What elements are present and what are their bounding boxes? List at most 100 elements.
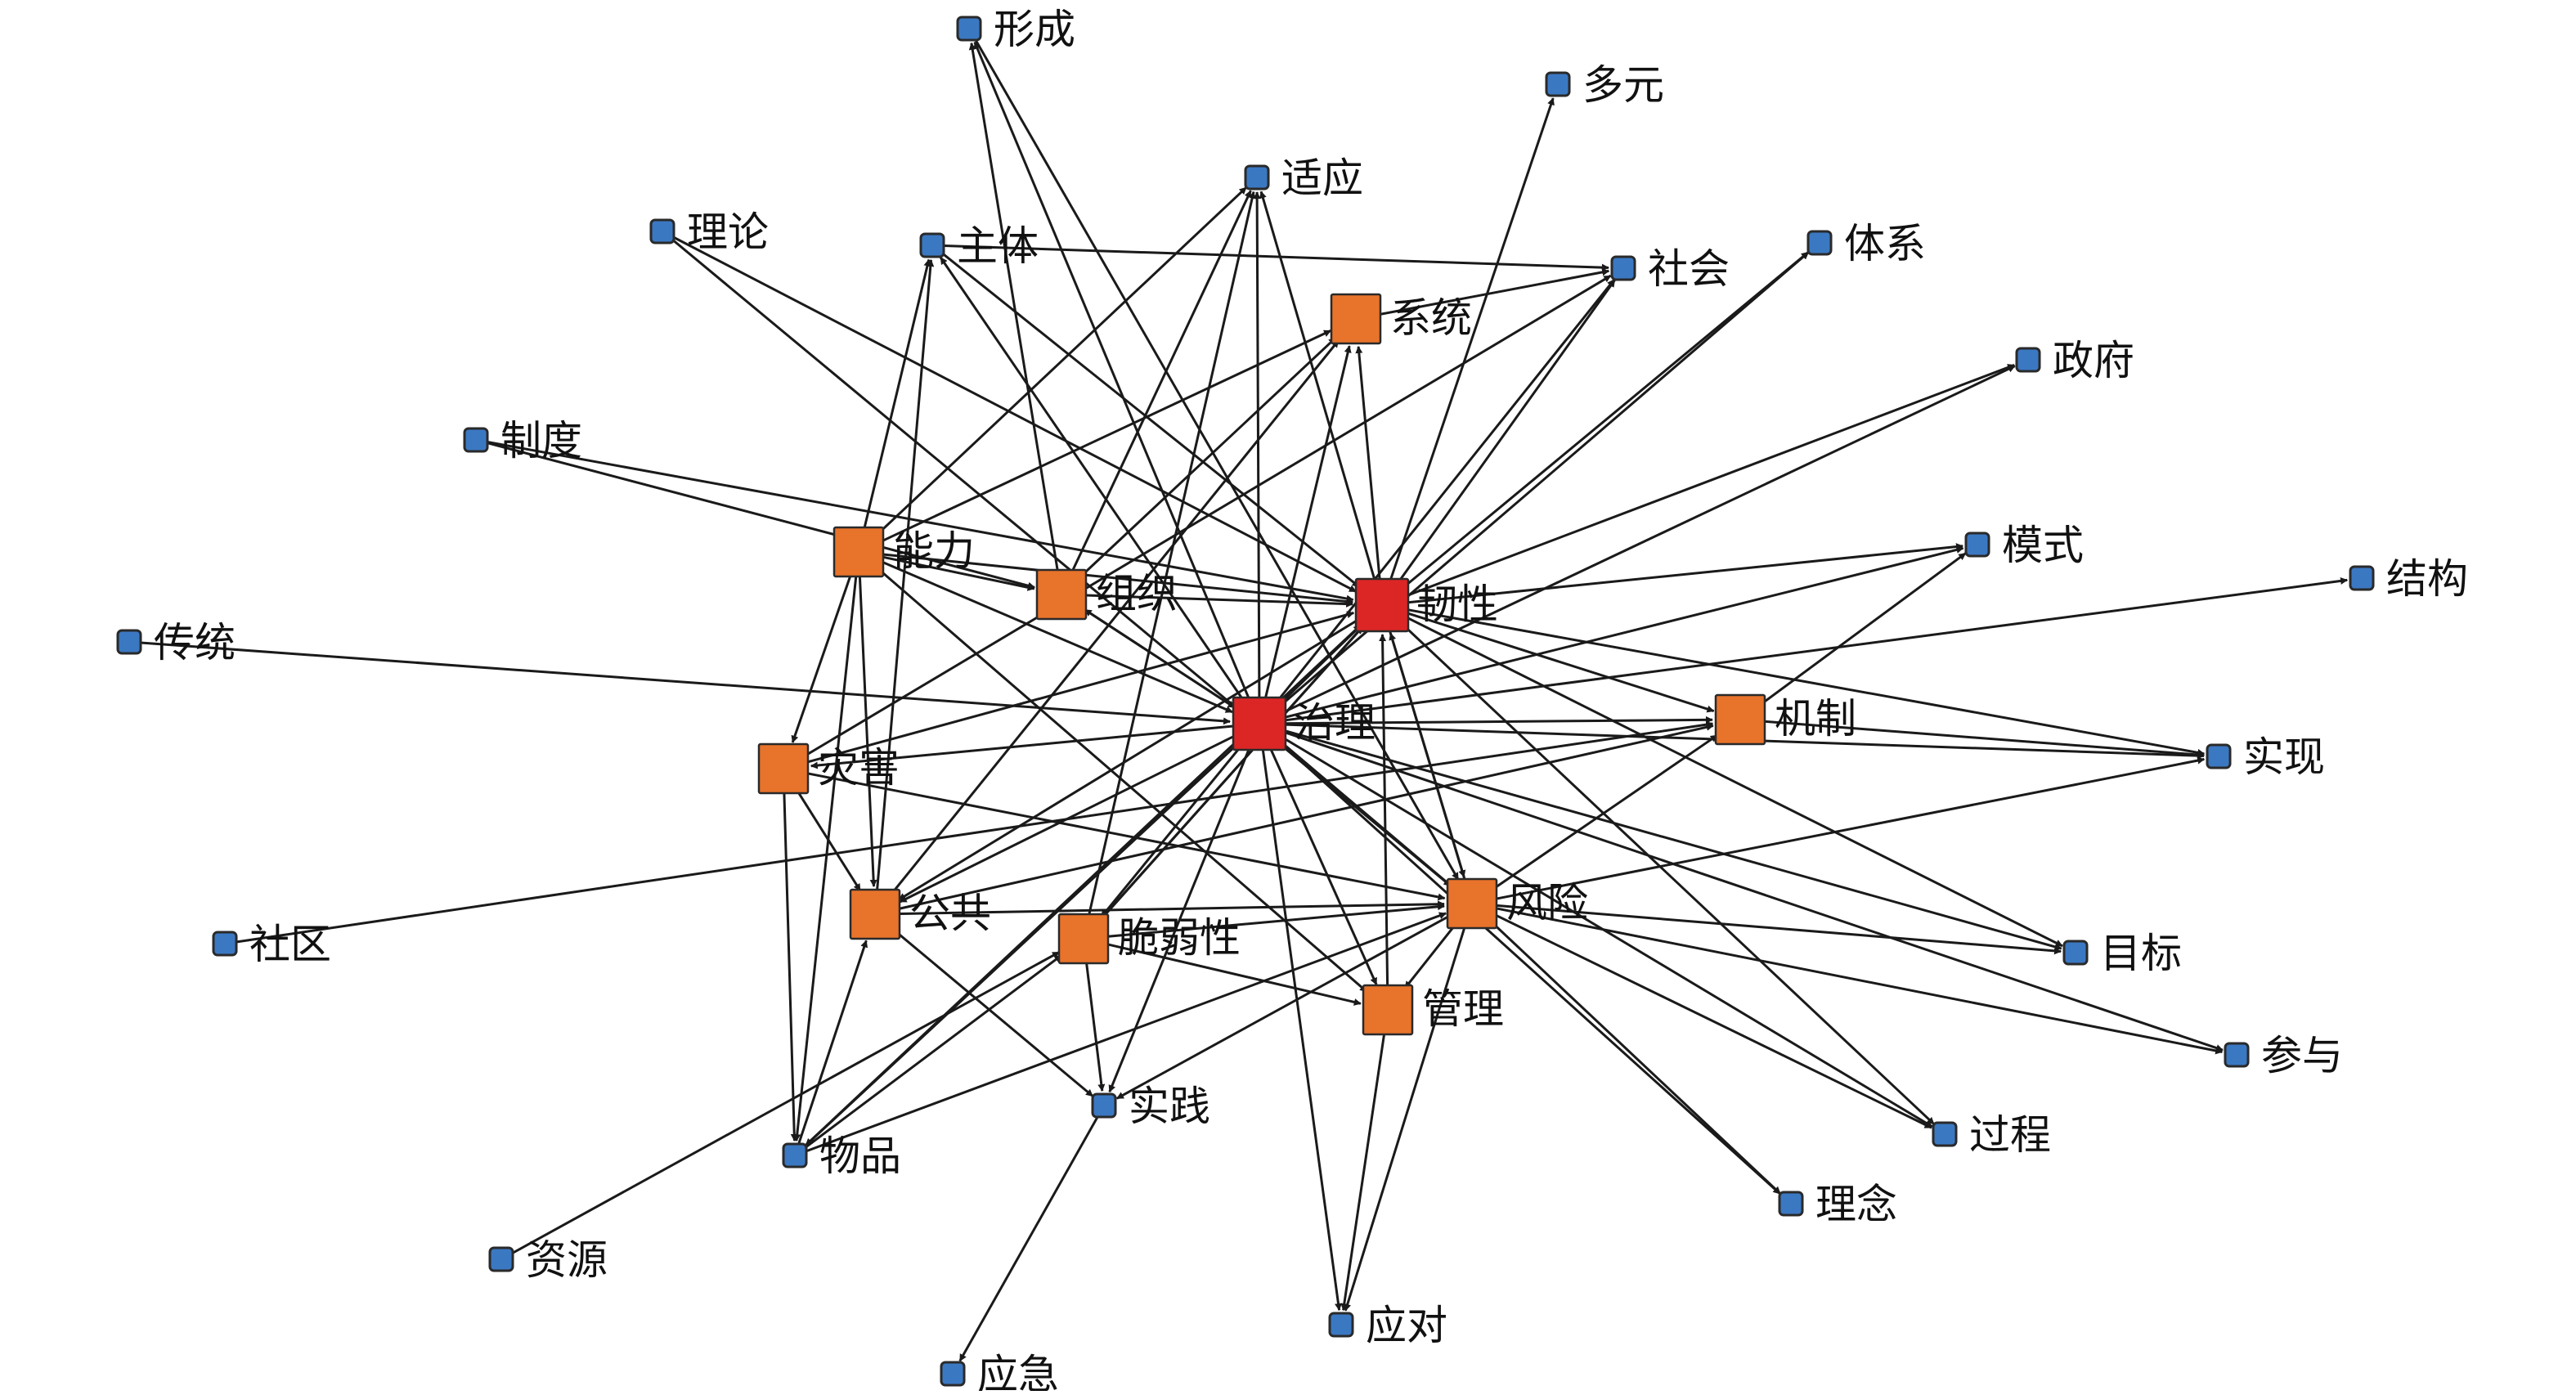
edge-cuiruoxing-shijian — [1085, 962, 1106, 1092]
node-renxing-label: 韧性 — [1416, 581, 1498, 628]
node-guanli-label: 管理 — [1422, 985, 1504, 1033]
node-shequ-label: 社区 — [249, 921, 331, 968]
edge-zhili-guocheng — [1281, 736, 1933, 1128]
node-tixi: 体系 — [1806, 220, 1926, 267]
edge-renxing-tixi — [1401, 251, 1810, 590]
node-shiying: 适应 — [1244, 155, 1363, 202]
edge-nengli-shiying — [875, 186, 1247, 536]
node-shixian-marker — [2206, 743, 2232, 769]
node-zhuti-marker — [919, 232, 945, 258]
node-cuiruoxing: 脆弱性 — [1057, 913, 1241, 965]
node-shijian-marker — [1091, 1092, 1117, 1119]
edge-cuiruoxing-fengxian — [1107, 903, 1445, 938]
edge-renxing-gonggong — [898, 617, 1361, 901]
node-xitong-marker — [1330, 293, 1382, 345]
node-shehui-label: 社会 — [1648, 245, 1730, 293]
node-zaihai: 灾害 — [757, 742, 900, 795]
edge-nengli-renxing — [882, 553, 1354, 606]
edge-zaihai-renxing — [806, 611, 1355, 764]
node-xingcheng-marker — [956, 16, 982, 42]
edge-fengxian-linian — [1488, 919, 1781, 1195]
edge-jizhi-moshi — [1759, 552, 1967, 706]
node-tixi-marker — [1806, 230, 1833, 256]
node-jiegou-marker — [2349, 565, 2375, 591]
node-jizhi: 机制 — [1714, 693, 1856, 746]
edge-lilun-renxing — [671, 235, 1357, 593]
edge-zhili-mubiao — [1284, 729, 2062, 951]
node-zaihai-label: 灾害 — [818, 744, 900, 792]
edge-renxing-jizhi — [1407, 612, 1715, 713]
node-shiying-marker — [1244, 164, 1270, 191]
edge-zuzhi-xitong — [1078, 337, 1337, 579]
node-xitong: 系统 — [1330, 293, 1472, 345]
node-duoyuan-label: 多元 — [1582, 61, 1664, 109]
edge-zhili-cuiruoxing — [1100, 742, 1244, 918]
node-jizhi-marker — [1714, 693, 1766, 746]
node-linian: 理念 — [1778, 1181, 1897, 1228]
edge-fengxian-renxing — [1389, 632, 1466, 881]
node-zhengfu-marker — [2015, 347, 2041, 373]
edge-wupin-gonggong — [797, 940, 868, 1146]
edge-zhidu-zuzhi — [487, 442, 1035, 590]
edge-fengxian-yingdui — [1344, 926, 1466, 1312]
node-mubiao: 目标 — [2062, 930, 2182, 977]
edge-gonggong-jizhi — [898, 723, 1714, 910]
edge-shijian-yingji — [958, 1115, 1100, 1362]
edge-zhili-zhengfu — [1282, 365, 2016, 714]
edge-cuiruoxing-guanli — [1106, 943, 1362, 1006]
node-yingdui-marker — [1328, 1312, 1354, 1338]
node-xitong-label: 系统 — [1390, 294, 1472, 342]
edge-zhili-canyu — [1283, 730, 2224, 1052]
node-nengli-label: 能力 — [893, 527, 975, 575]
node-nengli-marker — [832, 526, 885, 578]
node-ziyuan: 资源 — [488, 1236, 608, 1284]
edge-jizhi-shixian — [1764, 720, 2205, 759]
node-shixian-label: 实现 — [2243, 733, 2325, 781]
node-canyu: 参与 — [2224, 1032, 2343, 1079]
edge-fengxian-guocheng — [1493, 913, 1932, 1129]
edge-guanli-renxing — [1379, 634, 1389, 986]
node-zhidu-label: 制度 — [500, 417, 582, 464]
node-lilun-marker — [649, 218, 675, 244]
node-cuiruoxing-label: 脆弱性 — [1118, 914, 1241, 962]
node-zhuti-label: 主体 — [957, 222, 1039, 270]
edge-fengxian-canyu — [1496, 907, 2224, 1055]
edge-renxing-guocheng — [1400, 621, 1935, 1125]
edge-renxing-mubiao — [1404, 615, 2063, 948]
node-guocheng-marker — [1932, 1121, 1958, 1147]
node-shiying-label: 适应 — [1281, 155, 1363, 202]
node-yingji: 应急 — [940, 1351, 1059, 1395]
edge-zhili-shehui — [1274, 279, 1615, 704]
node-chuantong-marker — [116, 629, 142, 655]
node-zhili-label: 治理 — [1294, 699, 1376, 747]
edge-layer — [140, 38, 2349, 1362]
edge-zuzhi-zhili — [1081, 607, 1236, 709]
edge-lilun-fengxian — [670, 237, 1452, 887]
edge-ziyuan-cuiruoxing — [510, 951, 1060, 1255]
node-canyu-label: 参与 — [2261, 1032, 2343, 1079]
node-layer: 治理韧性系统能力组织灾害机制公共脆弱性风险管理形成多元适应理论主体社会体系政府制… — [116, 6, 2468, 1395]
edge-zhili-zaihai — [810, 724, 1234, 769]
edge-cuiruoxing-shiying — [1088, 191, 1256, 916]
node-ziyuan-label: 资源 — [526, 1236, 608, 1284]
node-shequ-marker — [212, 931, 238, 957]
node-duoyuan: 多元 — [1545, 61, 1664, 109]
node-moshi-marker — [1964, 532, 1990, 558]
edge-gonggong-shijian — [893, 929, 1094, 1097]
edge-renxing-duoyuan — [1389, 97, 1555, 581]
edge-zhuti-shehui — [943, 244, 1609, 271]
edge-nengli-zhili — [881, 560, 1233, 714]
edge-gonggong-fengxian — [899, 900, 1445, 915]
node-shehui: 社会 — [1610, 245, 1730, 293]
node-shijian: 实践 — [1091, 1083, 1210, 1130]
node-chuantong-label: 传统 — [154, 619, 236, 666]
node-jiegou-label: 结构 — [2386, 555, 2468, 603]
edge-zuzhi-xingcheng — [968, 42, 1059, 571]
node-fengxian-label: 风险 — [1506, 879, 1588, 926]
node-fengxian: 风险 — [1446, 877, 1588, 930]
node-shixian: 实现 — [2206, 733, 2325, 781]
node-fengxian-marker — [1446, 877, 1498, 930]
edge-zhili-zhuti — [939, 257, 1246, 703]
edge-zhili-shijian — [1108, 747, 1251, 1093]
edge-renxing-shehui — [1396, 279, 1616, 585]
